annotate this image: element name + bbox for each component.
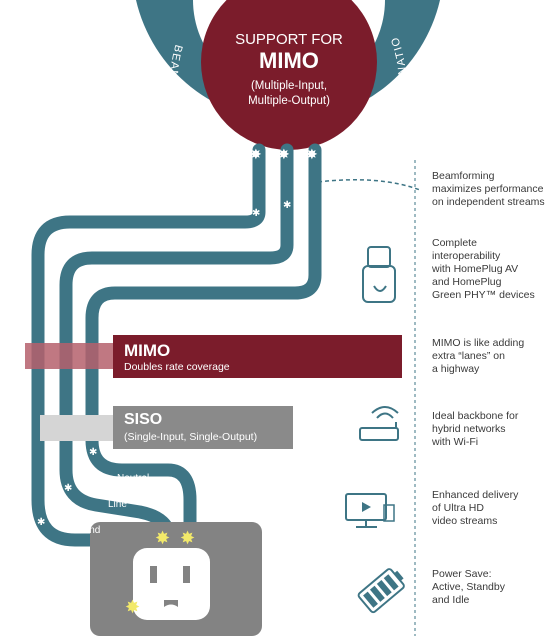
svg-text:✱: ✱ xyxy=(64,483,72,494)
mimo-band-accent xyxy=(25,343,113,369)
neutral-cable xyxy=(85,143,322,547)
header-sub2: Multiple-Output) xyxy=(248,95,330,107)
beamforming-dashed-line xyxy=(317,179,421,191)
svg-text:✸: ✸ xyxy=(250,147,262,163)
outlet-face xyxy=(133,548,210,620)
ground-wire-label: Ground xyxy=(67,525,101,536)
mimo-band-title: MIMO xyxy=(124,341,171,360)
outlet-slot-left xyxy=(150,566,157,583)
mimo-band-subtitle: Doubles rate coverage xyxy=(124,361,230,373)
line-wire-label: Line xyxy=(108,499,127,510)
header-sub1: (Multiple-Input, xyxy=(250,80,328,92)
svg-text:✱: ✱ xyxy=(283,200,291,211)
wifi-router-icon xyxy=(359,406,399,441)
svg-text:✸: ✸ xyxy=(306,147,318,163)
mimo-center-circle xyxy=(201,0,377,150)
cable-sparkles: ✱ ✱ ✱ ✱ ✱ ✱ ✱ xyxy=(37,200,291,528)
svg-text:✸: ✸ xyxy=(155,528,170,549)
ring-starbursts: ✸ ✸ ✸ xyxy=(250,147,318,163)
plug-adapter-icon xyxy=(362,246,396,303)
mimo-band xyxy=(113,335,402,378)
svg-text:✱: ✱ xyxy=(144,237,152,248)
header-mimo: MIMO xyxy=(259,48,319,73)
svg-text:✱: ✱ xyxy=(89,447,97,458)
siso-band-subtitle: (Single-Input, Single-Output) xyxy=(124,431,258,443)
svg-text:✸: ✸ xyxy=(180,528,195,549)
siso-band xyxy=(113,406,293,449)
header-title: SUPPORT FOR xyxy=(235,31,343,48)
outlet-slot-right xyxy=(183,566,190,583)
neutral-wire-label: Neutral xyxy=(117,473,150,484)
svg-text:✱: ✱ xyxy=(252,208,260,219)
battery-icon xyxy=(357,568,405,614)
siso-band-title: SISO xyxy=(124,411,163,428)
svg-text:✸: ✸ xyxy=(278,147,290,163)
outlet-ground-hole xyxy=(164,600,178,607)
svg-text:✱: ✱ xyxy=(178,264,186,275)
siso-band-accent xyxy=(40,415,113,441)
line-cable xyxy=(59,143,294,547)
svg-text:✱: ✱ xyxy=(37,517,45,528)
outlet-starbursts: ✸ ✸ ✸ xyxy=(125,528,195,618)
svg-text:✸: ✸ xyxy=(125,597,140,618)
video-monitor-icon xyxy=(345,493,395,528)
